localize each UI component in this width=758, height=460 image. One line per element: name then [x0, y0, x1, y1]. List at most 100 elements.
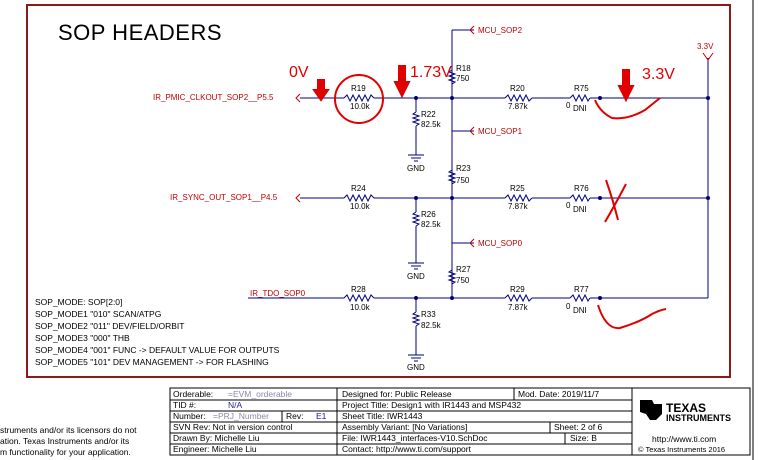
mode-note-4: SOP_MODE4 "001" FUNC -> DEFAULT VALUE FO… [35, 345, 280, 355]
dni-r76: DNI [573, 205, 587, 214]
port-arrow-sop2 [295, 93, 301, 103]
ref-r20: R20 [510, 84, 525, 93]
value-r75: 0 [566, 101, 571, 110]
tb-number-value: =PRJ_Number [213, 411, 269, 421]
annotation-squiggle-r77 [597, 304, 667, 330]
ref-r23: R23 [456, 164, 471, 173]
ref-r75: R75 [574, 84, 589, 93]
tb-designed-for: Designed for: Public Release [342, 389, 452, 399]
port-flag-mcu-sop0 [469, 238, 475, 248]
resistor-r29 [504, 293, 533, 303]
resistor-r19 [343, 93, 375, 103]
disclaimer-line-3: m functionality for your application. [0, 447, 131, 457]
tb-engineer: Engineer: Michelle Liu [173, 444, 257, 454]
net-label-ir-sync-out-sop1: IR_SYNC_OUT_SOP1__P4.5 [170, 193, 278, 202]
annotation-x-r76-b [604, 183, 627, 223]
mode-note-header: SOP_MODE: SOP[2:0] [35, 297, 123, 307]
value-r28: 10.0k [350, 303, 370, 312]
tb-size: Size: B [570, 433, 597, 443]
annotation-arrow-1v73 [393, 65, 411, 99]
resistor-r76 [569, 193, 591, 203]
tb-orderable-label: Orderable: [173, 389, 214, 399]
value-r26: 82.5k [421, 220, 441, 229]
value-r29: 7.87k [508, 303, 528, 312]
mode-note-3: SOP_MODE3 "000" THB [35, 333, 130, 343]
gnd-label-2: GND [407, 272, 425, 281]
ref-r19: R19 [351, 84, 366, 93]
value-r20: 7.87k [508, 102, 528, 111]
tb-project-title: Project Title: Design1 with IR1443 and M… [342, 400, 522, 410]
resistor-r77 [569, 293, 591, 303]
disclaimer-line-2: ation. Texas Instruments and/or its [0, 436, 130, 446]
net-label-ir-pmic-clkout-sop2: IR_PMIC_CLKOUT_SOP2__P5.5 [153, 93, 274, 102]
resistor-r33 [411, 311, 421, 327]
mode-note-2: SOP_MODE2 "011" DEV/FIELD/ORBIT [35, 321, 185, 331]
tb-file: File: IWR1443_interfaces-V10.SchDoc [342, 433, 488, 443]
supply-label-3v3: 3.3V [697, 42, 714, 51]
tb-sheet-title: Sheet Title: IWR1443 [342, 411, 423, 421]
net-label-mcu-sop0: MCU_SOP0 [478, 239, 523, 248]
resistor-r75 [569, 93, 591, 103]
tb-number-label: Number: [173, 411, 206, 421]
port-flag-mcu-sop1 [469, 126, 475, 136]
ref-r77: R77 [574, 285, 589, 294]
ti-copyright: © Texas Instruments 2016 [638, 445, 726, 454]
ref-r33: R33 [421, 310, 436, 319]
value-r33: 82.5k [421, 321, 441, 330]
annotation-x-r76-a [605, 179, 619, 221]
net-label-ir-tdo-sop0: IR_TDO_SOP0 [250, 289, 306, 298]
sheet-title: SOP HEADERS [58, 20, 223, 45]
value-r22: 82.5k [421, 120, 441, 129]
ref-r24: R24 [351, 184, 366, 193]
tb-rev-label: Rev: [286, 411, 304, 421]
value-r18: 750 [456, 74, 470, 83]
resistor-r24 [343, 193, 375, 203]
tb-tid-value: N/A [228, 400, 243, 410]
resistor-r25 [504, 193, 533, 203]
tb-drawn-by: Drawn By: Michelle Liu [173, 433, 260, 443]
ref-r18: R18 [456, 64, 471, 73]
resistor-r22 [411, 111, 421, 127]
annotation-1v73: 1.73V [410, 64, 452, 81]
tb-svn-rev: SVN Rev: Not in version control [173, 422, 293, 432]
ti-brand-line1: TEXAS [666, 401, 707, 415]
gnd-label-1: GND [407, 164, 425, 173]
value-r24: 10.0k [350, 202, 370, 211]
annotation-arrow-3v3 [617, 69, 635, 103]
net-label-mcu-sop1: MCU_SOP1 [478, 127, 523, 136]
resistor-r23 [447, 169, 457, 185]
ref-r28: R28 [351, 285, 366, 294]
resistor-r20 [504, 93, 533, 103]
ti-brand-line2: INSTRUMENTS [666, 413, 731, 423]
value-r23: 750 [456, 176, 470, 185]
ref-r27: R27 [456, 265, 471, 274]
tb-assembly-variant: Assembly Variant: [No Variations] [342, 422, 468, 432]
gnd-label-3: GND [407, 363, 425, 372]
ti-url: http://www.ti.com [652, 434, 717, 444]
mode-note-1: SOP_MODE1 "010" SCAN/ATPG [35, 309, 162, 319]
sheet-frame [26, 4, 731, 378]
annotation-3v3: 3.3V [642, 66, 675, 83]
value-r19: 10.0k [350, 102, 370, 111]
value-r27: 750 [456, 276, 470, 285]
disclaimer-line-1: struments and/or its licensors do not [0, 425, 137, 435]
ref-r76: R76 [574, 184, 589, 193]
value-r25: 7.87k [508, 202, 528, 211]
dni-r75: DNI [573, 104, 587, 113]
value-r77: 0 [566, 302, 571, 311]
tb-tid-label: TID #: [173, 400, 197, 410]
resistor-r27 [447, 269, 457, 285]
annotation-arrow-0v [312, 79, 330, 102]
ref-r29: R29 [510, 285, 525, 294]
ref-r25: R25 [510, 184, 525, 193]
resistor-r26 [411, 211, 421, 227]
port-flag-mcu-sop2 [469, 25, 475, 35]
tb-orderable-value: =EVM_orderable [228, 389, 293, 399]
tb-mod-date: Mod. Date: 2019/11/7 [518, 389, 600, 399]
annotation-circle-r19 [334, 74, 384, 124]
mode-note-5: SOP_MODE5 "101" DEV MANAGEMENT -> FOR FL… [35, 357, 269, 367]
tb-contact: Contact: http://www.ti.com/support [342, 444, 471, 454]
tb-rev-value: E1 [316, 411, 327, 421]
ref-r26: R26 [421, 210, 436, 219]
